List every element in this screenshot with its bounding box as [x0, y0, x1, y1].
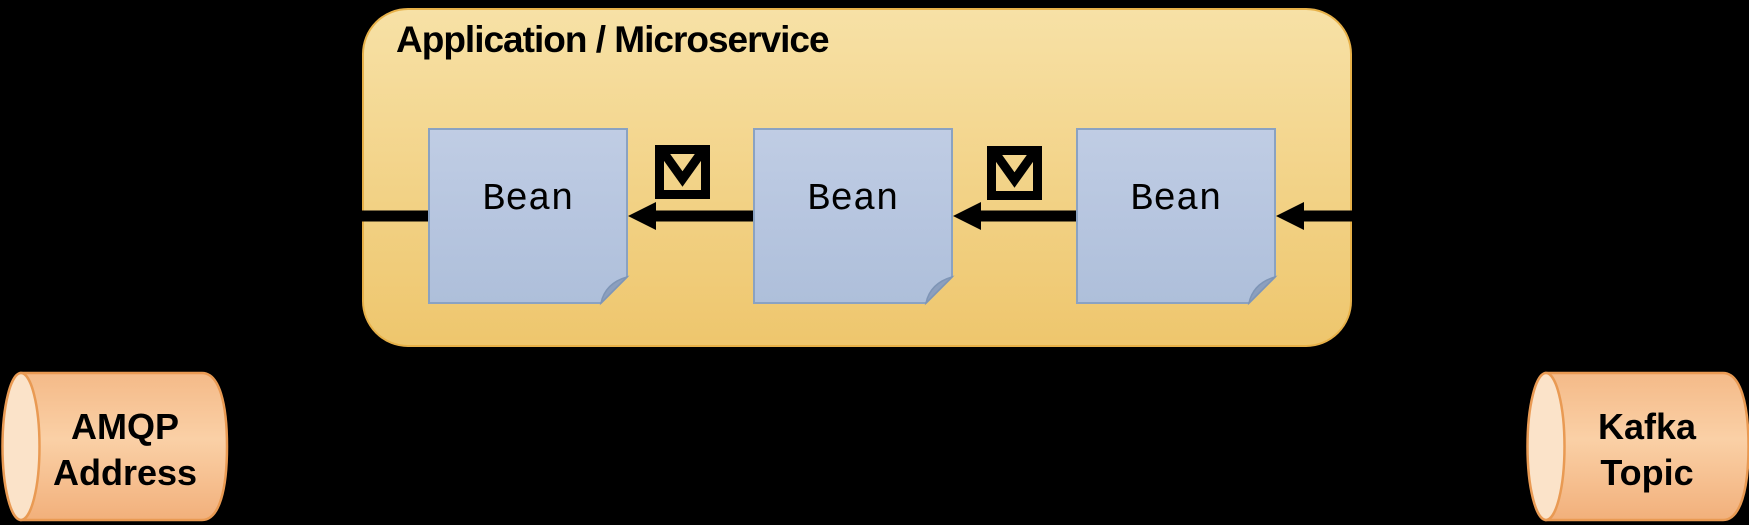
- kafka-cylinder: [1526, 371, 1749, 522]
- kafka-label-line2: Topic: [1600, 452, 1694, 493]
- bean-shape-1: [428, 128, 630, 306]
- flow-arrowheads: [118, 202, 1304, 372]
- flow-arrows: [126, 210, 1528, 453]
- amqp-label-line2: Address: [52, 452, 198, 493]
- arrowhead-to-amqp: [118, 345, 146, 372]
- bean-label-2: Bean: [807, 178, 899, 221]
- bean-shape-2: [753, 128, 955, 306]
- bean-label-3: Bean: [1130, 178, 1222, 221]
- kafka-topic-label: Kafka Topic: [1551, 404, 1743, 496]
- application-title: Application / Microservice: [396, 19, 830, 60]
- cylinder-cap: [1526, 371, 1566, 522]
- arrow-bean1-to-amqp: [126, 210, 428, 344]
- arrowhead-to-bean3: [1276, 202, 1304, 230]
- arrow-kafka-to-bean3: [1304, 210, 1528, 453]
- arrowhead-to-bean1: [628, 202, 656, 230]
- amqp-cylinder: [1, 371, 229, 522]
- amqp-label-line1: AMQP: [71, 406, 179, 447]
- envelope-icon: [655, 145, 710, 199]
- fold-corner: [924, 275, 955, 306]
- fold-corner: [599, 275, 630, 306]
- cylinder-body: [19, 371, 229, 522]
- kafka-label-line1: Kafka: [1597, 406, 1697, 447]
- arrowhead-to-bean2: [953, 202, 981, 230]
- cylinder-cap: [1, 371, 41, 522]
- fold-corner: [1247, 275, 1278, 306]
- bean-label-1: Bean: [482, 178, 574, 221]
- amqp-address-label: AMQP Address: [30, 404, 220, 496]
- bean-shape-3: [1076, 128, 1278, 306]
- envelope-icon: [987, 146, 1042, 200]
